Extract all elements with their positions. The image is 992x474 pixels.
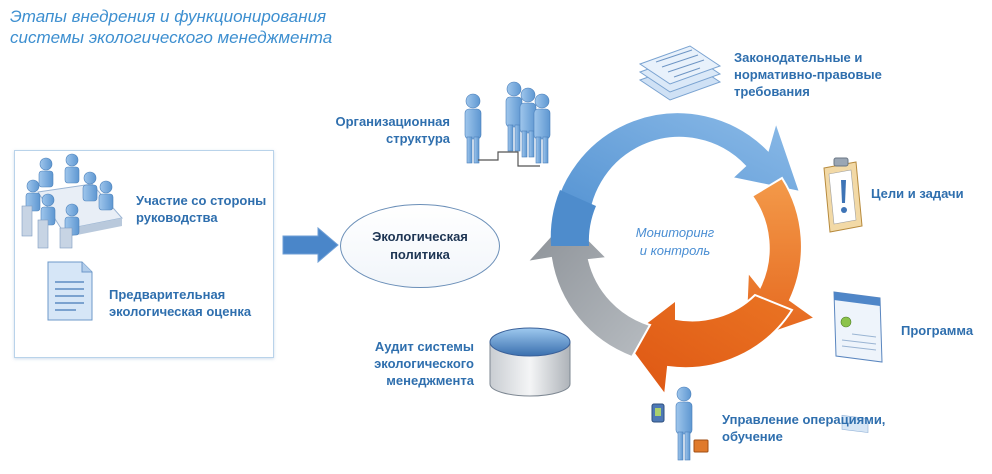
- policy-text: Экологическая политика: [372, 229, 468, 262]
- document-icon: [47, 261, 93, 321]
- policy-ellipse: Экологическая политика: [340, 204, 500, 288]
- label-program: Программа: [901, 322, 973, 339]
- label-legal: Законодательные и нормативно-правовые тр…: [734, 49, 882, 100]
- cycle-arrow-blue-tail: [550, 190, 596, 246]
- title-line-2: системы экологического менеджмента: [10, 28, 333, 47]
- label-management: Участие со стороны руководства: [136, 192, 266, 226]
- label-operations: Управление операциями, обучение: [722, 411, 885, 445]
- diagram-title: Этапы внедрения и функционирования систе…: [10, 6, 332, 48]
- browser-window-icon: [833, 291, 883, 433]
- stacked-papers-icon: [638, 45, 722, 101]
- label-org-structure-text: Организационная структура: [335, 114, 450, 146]
- label-goals-text: Цели и задачи: [871, 186, 964, 201]
- cycle-ring: [524, 111, 818, 398]
- label-assessment-text: Предварительная экологическая оценка: [109, 287, 252, 319]
- policy-arrow: [282, 226, 339, 264]
- title-line-1: Этапы внедрения и функционирования: [10, 7, 327, 26]
- label-operations-text: Управление операциями, обучение: [722, 412, 886, 444]
- label-assessment: Предварительная экологическая оценка: [109, 286, 251, 320]
- conference-meeting-icon: [21, 153, 123, 249]
- label-management-text: Участие со стороны руководства: [136, 193, 267, 225]
- cycle-arrow-gray: [524, 216, 652, 359]
- cycle-center-label: Мониторинг и контроль: [605, 224, 745, 260]
- label-legal-text: Законодательные и нормативно-правовые тр…: [734, 50, 882, 99]
- cycle-center-text: Мониторинг и контроль: [635, 225, 715, 258]
- preparation-panel: [14, 150, 274, 358]
- label-audit-text: Аудит системы экологического менеджмента: [374, 339, 474, 388]
- clipboard-exclamation-icon: [823, 157, 863, 233]
- people-org-icon: [464, 81, 551, 167]
- label-program-text: Программа: [901, 323, 974, 338]
- label-audit: Аудит системы экологического менеджмента: [340, 338, 474, 389]
- label-goals: Цели и задачи: [871, 185, 964, 202]
- person-with-tools-icon: [651, 386, 709, 461]
- cycle-arrow-blue: [549, 111, 802, 238]
- cycle-arrow-orange-dark: [622, 293, 794, 398]
- database-cylinder-icon: [489, 327, 571, 397]
- label-org-structure: Организационная структура: [316, 113, 450, 147]
